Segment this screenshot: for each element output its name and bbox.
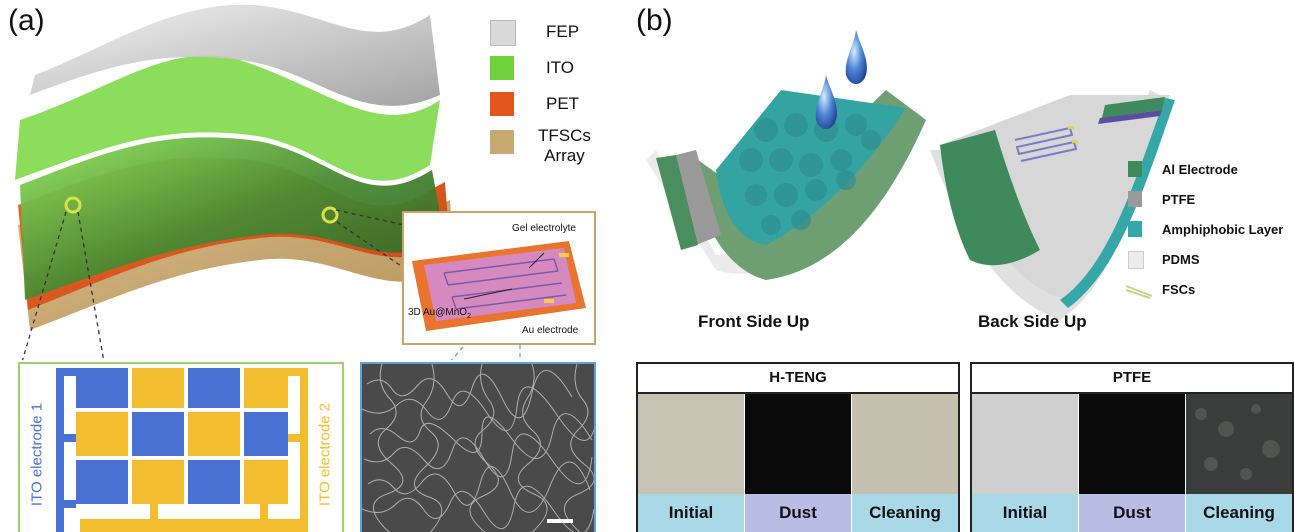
- sem-micrograph-texture: [362, 364, 594, 532]
- electrode-pattern-inset: ITO electrode 1 ITO electrode 2: [18, 362, 344, 532]
- label-au-mno2: 3D Au@MnO2: [408, 307, 471, 320]
- sem-micrograph-inset: [360, 362, 596, 532]
- test-photo-h-teng-dust: [745, 394, 851, 494]
- legend-b-swatch-ptfe: [1128, 191, 1142, 207]
- legend-b: Al Electrode PTFE Amphiphobic Layer PDMS…: [1124, 158, 1294, 318]
- test-panel-ptfe: PTFE Initial Dust Cleaning: [970, 362, 1294, 532]
- legend-swatch-fep: [490, 20, 516, 46]
- legend-label-pet: PET: [546, 94, 580, 113]
- test-label-h-teng-initial: Initial: [638, 494, 744, 532]
- label-au-electrode: Au electrode: [522, 325, 579, 336]
- legend-swatch-ito: [490, 56, 514, 80]
- legend-b-item-al-electrode: Al Electrode: [1124, 158, 1294, 182]
- test-photo-ptfe-cleaning: [1186, 394, 1292, 494]
- layered-device-illustration: [15, 4, 521, 360]
- test-photo-h-teng-initial: [638, 394, 744, 494]
- legend-b-swatch-fscs: [1125, 285, 1153, 299]
- test-cell-ptfe-initial: Initial: [972, 394, 1078, 532]
- legend-b-label-pdms: PDMS: [1162, 252, 1200, 267]
- legend-item-tfscs: TFSCs Array: [490, 126, 630, 176]
- caption-back-side-up: Back Side Up: [978, 312, 1087, 331]
- panel-b-label: (b): [636, 4, 673, 37]
- legend-b-item-pdms: PDMS: [1124, 248, 1294, 272]
- label-au-mno2-text: 3D Au@MnO: [408, 307, 468, 318]
- legend-label-fep: FEP: [546, 22, 580, 41]
- test-photo-ptfe-dust: [1079, 394, 1185, 494]
- front-side-device-illustration: [646, 30, 926, 280]
- test-panel-title-h-teng: H-TENG: [638, 364, 958, 394]
- legend-b-item-amphiphobic: Amphiphobic Layer: [1124, 218, 1294, 242]
- test-panel-h-teng: H-TENG Initial Dust Cleaning: [636, 362, 960, 532]
- back-side-device-illustration: [930, 90, 1175, 320]
- legend-item-ito: ITO: [490, 54, 630, 84]
- legend-label-tfscs: TFSCs Array: [538, 126, 591, 165]
- legend-b-swatch-amphiphobic: [1128, 221, 1142, 237]
- panel-a-label: (a): [8, 4, 45, 37]
- legend-label-ito: ITO: [546, 58, 575, 77]
- test-cell-ptfe-cleaning: Cleaning: [1186, 394, 1292, 532]
- test-panel-title-ptfe: PTFE: [972, 364, 1292, 394]
- label-ito-electrode-1: ITO electrode 1: [28, 402, 46, 507]
- legend-item-pet: PET: [490, 90, 630, 120]
- test-label-ptfe-cleaning: Cleaning: [1186, 494, 1292, 532]
- test-photo-ptfe-cleaning-texture: [1195, 404, 1280, 480]
- legend-b-swatch-pdms: [1128, 251, 1144, 269]
- label-au-mno2-subscript: 2: [467, 313, 471, 320]
- test-label-h-teng-dust: Dust: [745, 494, 851, 532]
- caption-front-side-up: Front Side Up: [698, 312, 810, 331]
- legend-b-label-ptfe: PTFE: [1162, 192, 1196, 207]
- supercapacitor-inset: Gel electrolyte 3D Au@MnO2 Au electrode: [402, 211, 596, 345]
- test-cell-h-teng-initial: Initial: [638, 394, 744, 532]
- legend-b-label-amphiphobic: Amphiphobic Layer: [1162, 222, 1284, 237]
- legend-swatch-pet: [490, 92, 514, 116]
- test-cell-ptfe-dust: Dust: [1079, 394, 1185, 532]
- test-cell-h-teng-dust: Dust: [745, 394, 851, 532]
- label-ito-electrode-2: ITO electrode 2: [316, 402, 334, 507]
- label-gel-electrolyte: Gel electrolyte: [512, 223, 576, 234]
- test-photo-ptfe-initial: [972, 394, 1078, 494]
- test-label-ptfe-dust: Dust: [1079, 494, 1185, 532]
- test-photo-h-teng-cleaning: [852, 394, 958, 494]
- legend-b-item-ptfe: PTFE: [1124, 188, 1294, 212]
- legend-swatch-tfscs: [490, 130, 514, 154]
- legend-b-item-fscs: FSCs: [1124, 278, 1294, 302]
- test-label-h-teng-cleaning: Cleaning: [852, 494, 958, 532]
- legend-b-swatch-al-electrode: [1128, 161, 1142, 177]
- legend-item-fep: FEP: [490, 18, 630, 48]
- electrode-pattern-drawing: [56, 368, 308, 532]
- test-cell-h-teng-cleaning: Cleaning: [852, 394, 958, 532]
- supercapacitor-drawing: [412, 241, 586, 331]
- legend-b-label-al-electrode: Al Electrode: [1162, 162, 1238, 177]
- legend-b-label-fscs: FSCs: [1162, 282, 1196, 297]
- test-label-ptfe-initial: Initial: [972, 494, 1078, 532]
